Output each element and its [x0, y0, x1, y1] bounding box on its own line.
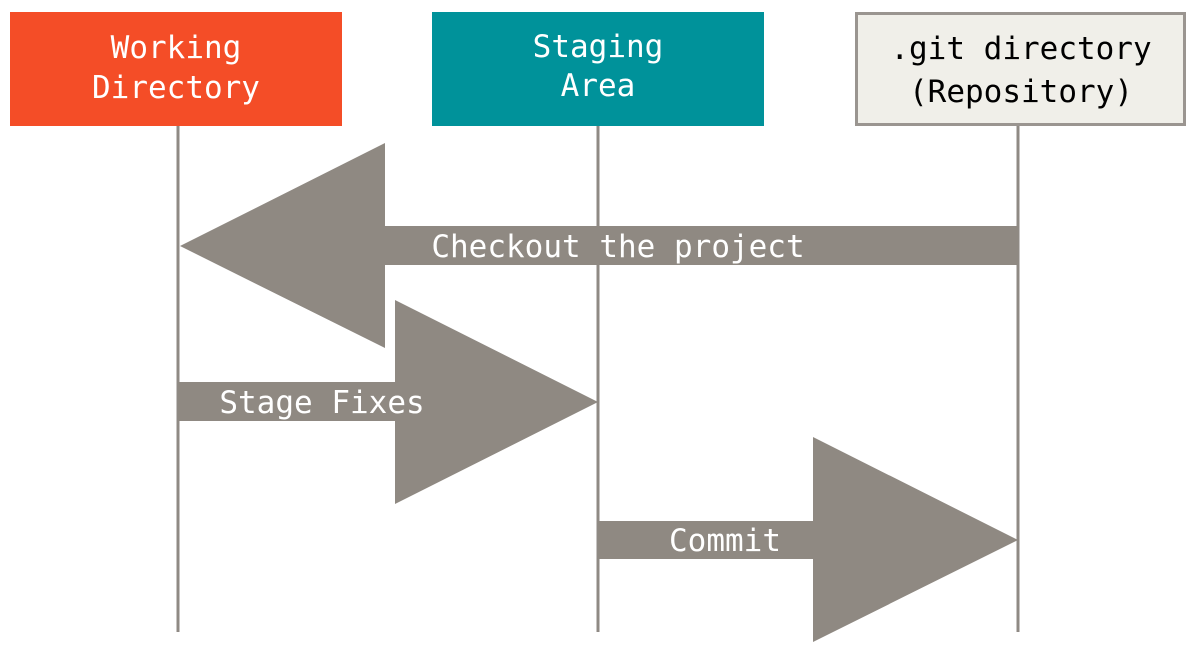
working-directory-label-line2: Directory — [92, 70, 260, 106]
staging-area-box: Staging Area — [432, 12, 764, 126]
commit-arrow: Commit — [598, 437, 1018, 642]
repository-label-line1: .git directory — [890, 31, 1151, 67]
stage-fixes-arrow-shape — [178, 300, 598, 504]
staging-area-label-line1: Staging — [533, 29, 664, 65]
commit-arrow-shape — [598, 437, 1018, 642]
working-directory-box-shape — [10, 12, 342, 126]
commit-arrow-label: Commit — [669, 523, 781, 559]
working-directory-label-line1: Working — [111, 30, 242, 66]
checkout-arrow-label: Checkout the project — [431, 229, 804, 265]
stage-fixes-arrow-label: Stage Fixes — [219, 385, 424, 421]
checkout-arrow: Checkout the project — [180, 143, 1018, 348]
repository-label-line2: (Repository) — [909, 74, 1133, 110]
stage-fixes-arrow: Stage Fixes — [178, 300, 598, 504]
staging-area-label-line2: Area — [561, 68, 636, 104]
working-directory-box: Working Directory — [10, 12, 342, 126]
repository-box-shape — [855, 12, 1186, 126]
repository-box: .git directory (Repository) — [855, 12, 1186, 126]
checkout-arrow-shape — [180, 143, 1018, 348]
staging-area-box-shape — [432, 12, 764, 126]
